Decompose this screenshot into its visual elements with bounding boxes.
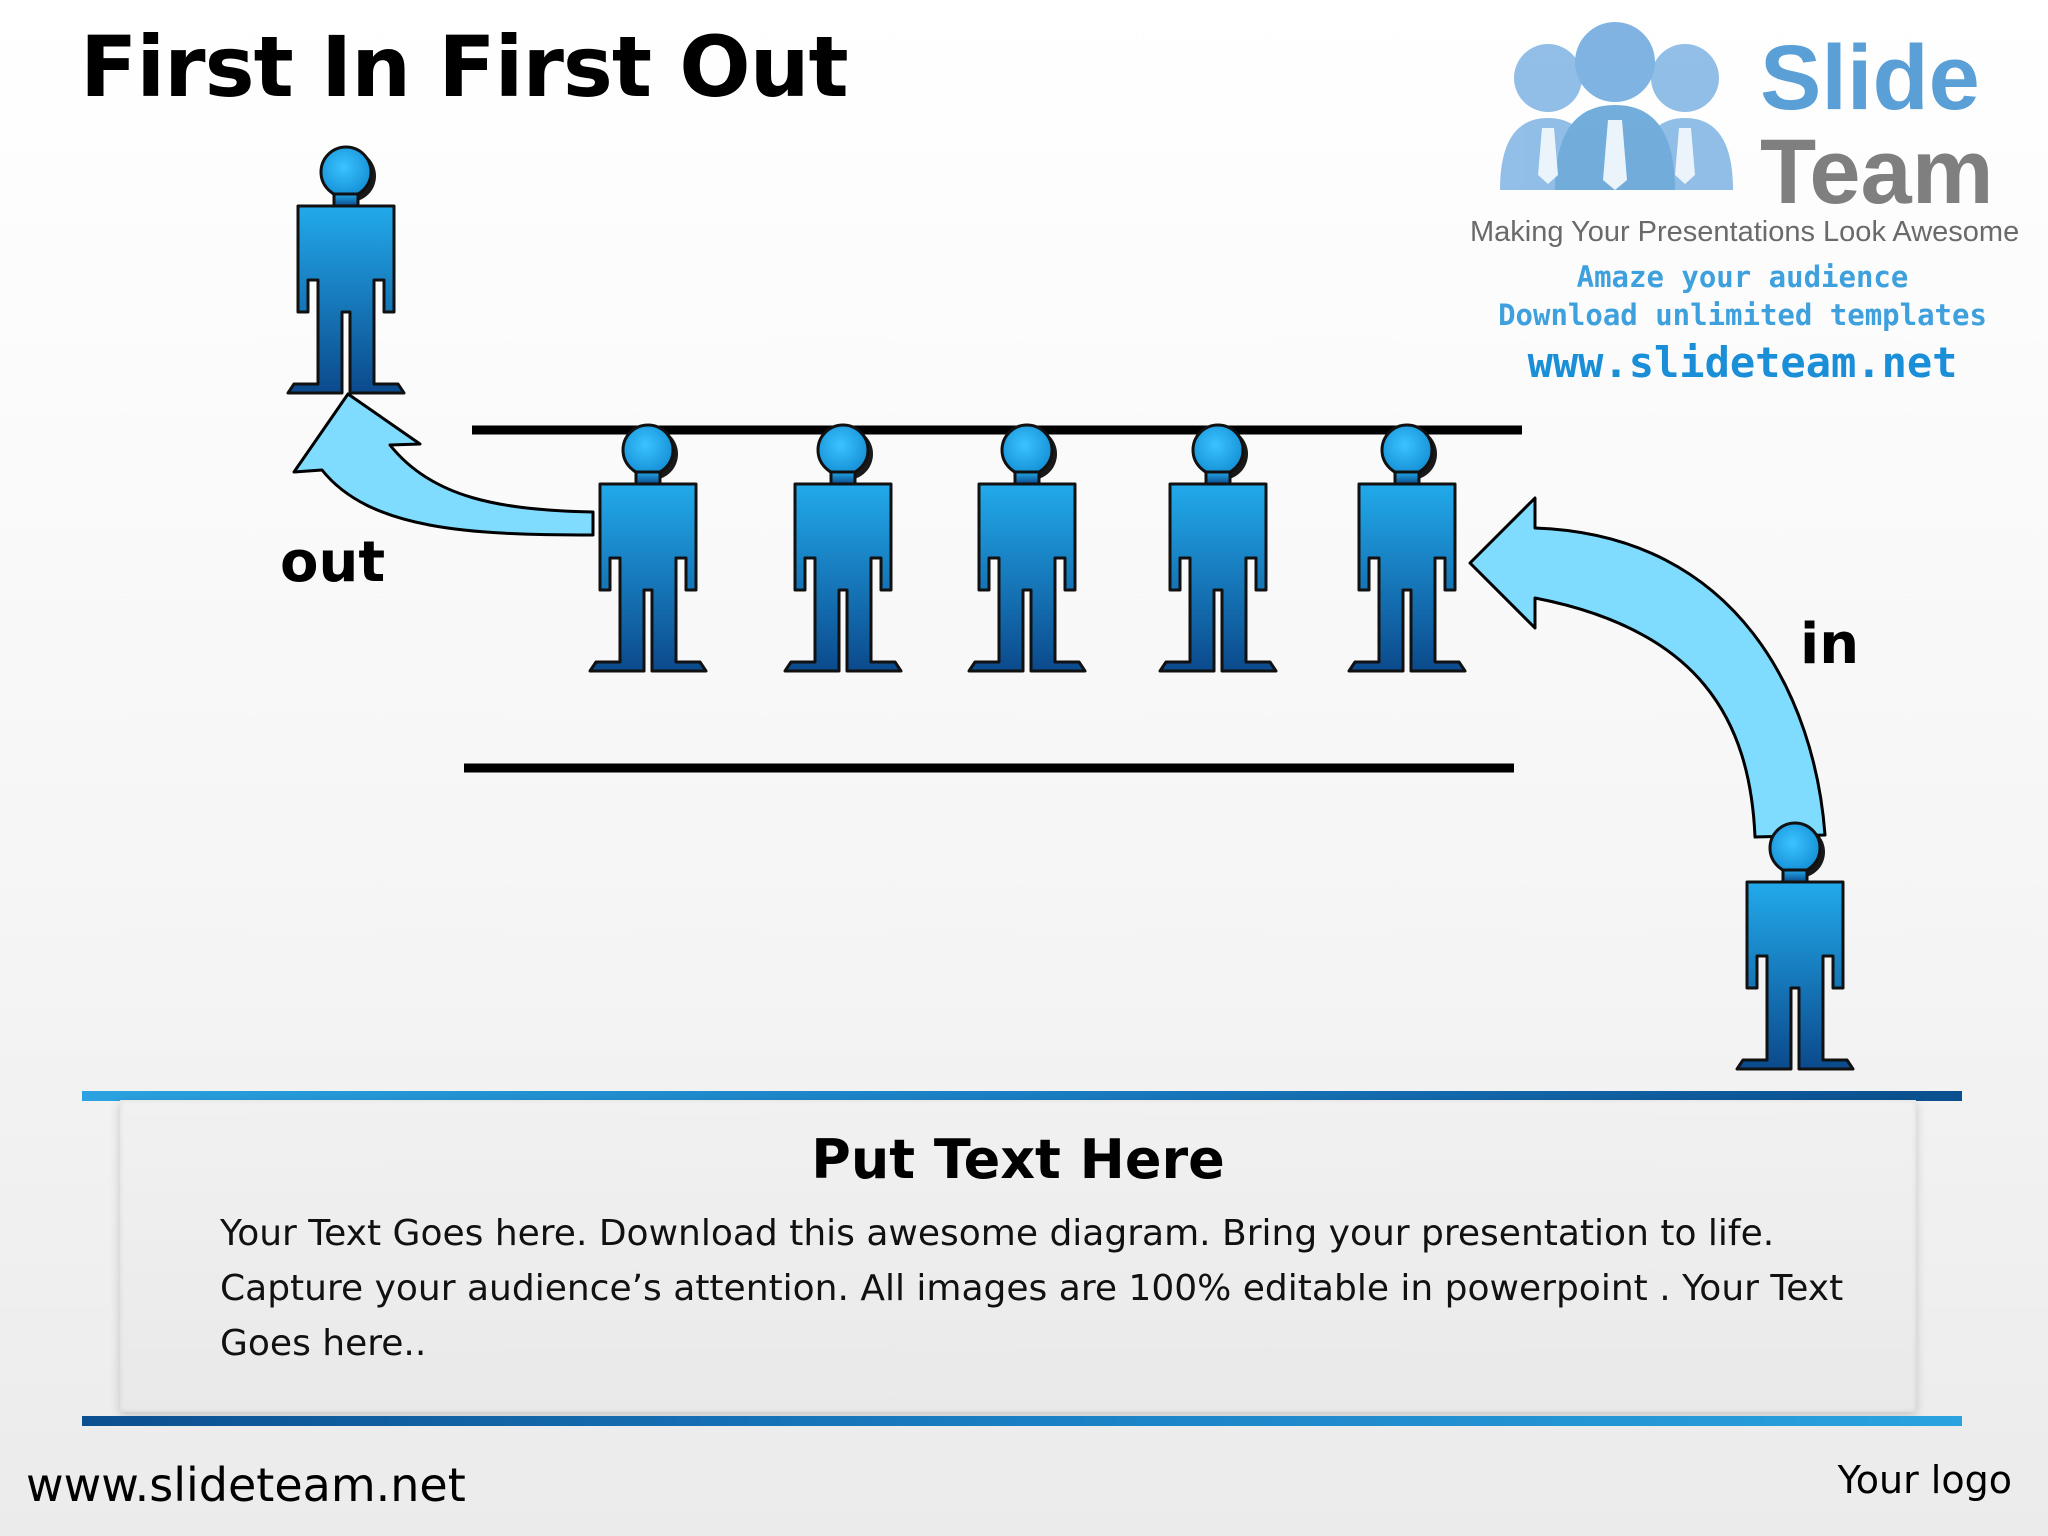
slide-title: First In First Out [80, 18, 849, 116]
textbox-bottom-bar [82, 1416, 1962, 1426]
slideteam-logo-graphic [1500, 22, 1733, 190]
text-placeholder-box[interactable]: Put Text Here Your Text Goes here. Downl… [120, 1100, 1916, 1412]
label-in: in [1800, 612, 1860, 677]
person-icon-exited [286, 145, 406, 395]
slideteam-logo: Slide Team Making Your Presentations Loo… [1470, 20, 2030, 387]
person-icon-queue-5 [1347, 423, 1467, 673]
person-icon-queue-3 [967, 423, 1087, 673]
logo-word-slide: Slide [1760, 27, 1980, 129]
footer-logo-placeholder: Your logo [1837, 1458, 2012, 1502]
logo-tagline: Making Your Presentations Look Awesome [1470, 216, 2020, 248]
label-out: out [280, 530, 386, 595]
person-icon-queue-4 [1158, 423, 1278, 673]
person-icon-entering [1735, 821, 1855, 1071]
curved-arrow-out [292, 392, 595, 537]
curved-arrow-in [1468, 496, 1827, 839]
logo-word-team: Team [1760, 121, 1994, 223]
footer-url: www.slideteam.net [26, 1458, 466, 1512]
textbox-heading: Put Text Here [811, 1128, 1225, 1191]
logo-promo-line-2: Download unlimited templates [1498, 298, 1987, 332]
logo-url: www.slideteam.net [1527, 338, 1958, 387]
textbox-top-bar [82, 1091, 1962, 1101]
logo-promo-line-1: Amaze your audience [1576, 260, 1909, 294]
person-icon-queue-2 [783, 423, 903, 673]
textbox-body: Your Text Goes here. Download this aweso… [220, 1213, 1844, 1364]
person-icon-queue-1 [588, 423, 708, 673]
